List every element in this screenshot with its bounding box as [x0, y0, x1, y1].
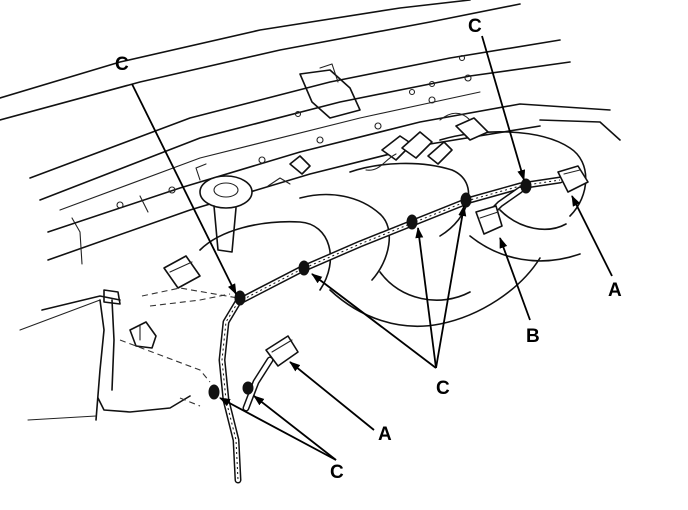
- arrow: [311, 273, 437, 369]
- arrow: [481, 35, 526, 181]
- arrow: [435, 205, 467, 369]
- wire-harness: [208, 165, 589, 484]
- connector-icon: [265, 165, 589, 367]
- callouts: C C C C A A B: [115, 16, 622, 483]
- arrow: [253, 395, 337, 461]
- leader-lines: [131, 35, 613, 461]
- arrow: [499, 237, 531, 321]
- arrow: [131, 83, 237, 295]
- callout-b-right: B: [526, 326, 540, 347]
- callout-c-bottom: C: [330, 462, 344, 483]
- callout-a-right: A: [608, 280, 622, 301]
- clip-icon: [208, 178, 532, 400]
- arrow: [289, 361, 375, 431]
- body-structure: [0, 0, 621, 421]
- arrow: [571, 195, 613, 277]
- callout-c-top-right: C: [468, 16, 482, 37]
- arrow: [219, 397, 337, 461]
- callout-c-middle: C: [436, 378, 450, 399]
- arrow: [415, 227, 437, 369]
- callout-c-top-left: C: [115, 54, 129, 75]
- callout-a-bottom: A: [378, 424, 392, 445]
